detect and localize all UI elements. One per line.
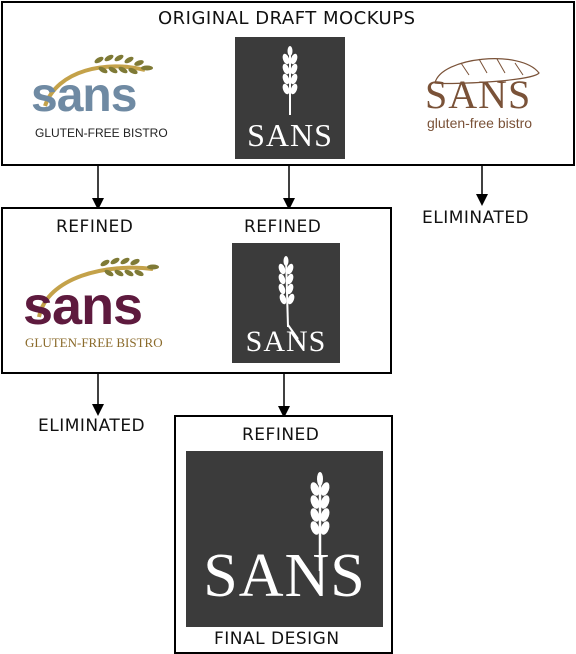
refined-box: REFINED REFINED sans GLUTEN-FREE BISTRO xyxy=(1,207,392,374)
original-drafts-box: ORIGINAL DRAFT MOCKUPS sans GLUTEN-FREE … xyxy=(1,1,575,166)
logo-final-sans-dark: SANS xyxy=(186,451,383,627)
wheat-swoosh-icon xyxy=(43,54,153,107)
wheat-stalk-icon xyxy=(278,256,299,340)
original-drafts-label: ORIGINAL DRAFT MOCKUPS xyxy=(158,8,416,29)
logo-draft-sans-dark: SANS xyxy=(235,37,345,159)
draft-c-tagline: gluten-free bistro xyxy=(427,115,533,131)
final-design-box: REFINED SANS FINAL DESIGN xyxy=(174,415,393,654)
draft-c-word: SANS xyxy=(425,72,532,117)
final-design-label: FINAL DESIGN xyxy=(214,629,340,649)
refined-b-word: SANS xyxy=(245,325,327,358)
logo-draft-sans-sketch: SANS gluten-free bistro xyxy=(421,49,551,139)
refined-a-tagline: GLUTEN-FREE BISTRO xyxy=(25,335,163,350)
logo-refined-sans-purple: sans GLUTEN-FREE BISTRO xyxy=(21,255,183,351)
refined-a-word: sans xyxy=(23,276,143,336)
draft-b-word: SANS xyxy=(247,117,333,153)
logo-refined-sans-dark: SANS xyxy=(232,243,340,363)
eliminated-label-draft-c: ELIMINATED xyxy=(422,208,530,228)
eliminated-label-refined-a: ELIMINATED xyxy=(38,416,146,436)
wheat-stalk-icon xyxy=(282,46,298,115)
draft-a-tagline: GLUTEN-FREE BISTRO xyxy=(35,126,168,140)
logo-draft-sans-blue: sans GLUTEN-FREE BISTRO xyxy=(27,48,177,148)
draft-a-word: sans xyxy=(31,69,137,122)
refined-label-final: REFINED xyxy=(242,425,320,445)
refined-label-a: REFINED xyxy=(56,217,134,237)
wheat-stalk-icon xyxy=(310,472,330,571)
final-word: SANS xyxy=(203,542,366,610)
bread-loaf-icon xyxy=(434,58,540,85)
wheat-swoosh-icon xyxy=(37,257,159,318)
refined-label-b: REFINED xyxy=(244,217,322,237)
